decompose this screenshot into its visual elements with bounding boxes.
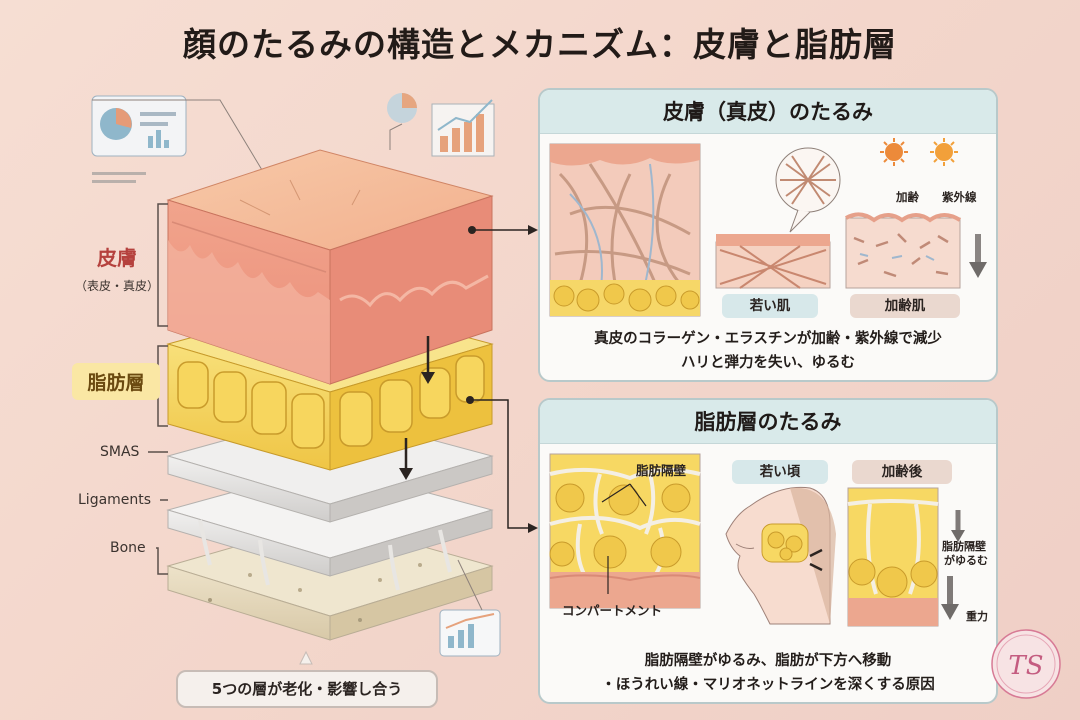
- bar-chart-icon: [431, 99, 495, 157]
- connector-arrow-icon: [470, 399, 530, 529]
- report-card-icon: [439, 609, 501, 657]
- page-title: 顔のたるみの構造とメカニズム：皮膚と脂肪層: [183, 25, 897, 64]
- skin-label-main: 皮膚: [97, 246, 137, 270]
- compartment-label: コンパートメント: [562, 603, 663, 618]
- young-skin-tag: 若い肌: [722, 294, 818, 318]
- smas-label: SMAS: [100, 444, 140, 460]
- fat-sagging-panel: 脂肪層のたるみ: [538, 398, 998, 704]
- stamp-circle-icon: TS: [991, 629, 1061, 699]
- young-skin-illustration: [715, 147, 841, 289]
- chart-card-icon: [91, 95, 187, 183]
- fat-panel-heading: 脂肪層のたるみ: [540, 400, 996, 444]
- aged-skin-tag: 加齢肌: [850, 294, 960, 318]
- layer-illustration: 皮膚 （表皮・真皮） 脂肪層 SMAS Ligaments Bone 5つの層が…: [0, 80, 540, 720]
- bone-label: Bone: [110, 540, 146, 556]
- skin-caption-2: ハリと弾力を失い、ゆるむ: [681, 355, 855, 371]
- stamp-text: TS: [1008, 651, 1043, 681]
- young-fat-tag: 若い頃: [732, 460, 828, 484]
- fat-compartment-illustration: [549, 453, 701, 609]
- gravity-label: 重力: [966, 610, 988, 623]
- aged-fat-tag: 加齢後: [852, 460, 952, 484]
- skin-panel-illustrations: [549, 138, 987, 317]
- aged-skin-illustration: [845, 212, 987, 289]
- young-face-illustration: [725, 486, 836, 625]
- uv-sun-icon: [930, 138, 958, 166]
- skin-label-sub: （表皮・真皮）: [74, 279, 159, 293]
- skin-caption-1: 真皮のコラーゲン・エラスチンが加齢・紫外線で減少: [594, 331, 942, 347]
- skin-sagging-panel: 皮膚（真皮）のたるみ: [538, 88, 998, 382]
- ts-stamp-logo: TS: [986, 624, 1066, 704]
- layer-stack-svg: [91, 93, 538, 665]
- sun-icon: [880, 138, 908, 166]
- fat-caption-1: 脂肪隔壁がゆるみ、脂肪が下方へ移動: [644, 653, 892, 669]
- dermis-section: [549, 143, 701, 317]
- fat-label: 脂肪層: [72, 363, 160, 400]
- ligaments-label: Ligaments: [78, 492, 152, 508]
- bottom-note: 5つの層が老化・影響し合う: [176, 670, 438, 708]
- fat-panel-illustrations: [549, 453, 965, 627]
- aged-fat-illustration: [847, 487, 965, 627]
- uv-label: 紫外線: [942, 190, 977, 204]
- pie-icon: [387, 93, 417, 123]
- skin-label: 皮膚 （表皮・真皮）: [72, 242, 162, 294]
- loosen-label-1: 脂肪隔壁: [942, 540, 986, 553]
- skin-panel-heading: 皮膚（真皮）のたるみ: [540, 90, 996, 134]
- septa-label: 脂肪隔壁: [636, 463, 687, 478]
- loosen-label-2: がゆるむ: [944, 554, 988, 567]
- skin-layer: [166, 149, 494, 385]
- aging-label: 加齢: [896, 190, 919, 204]
- fat-caption-2: ・ほうれい線・マリオネットラインを深くする原因: [601, 677, 935, 693]
